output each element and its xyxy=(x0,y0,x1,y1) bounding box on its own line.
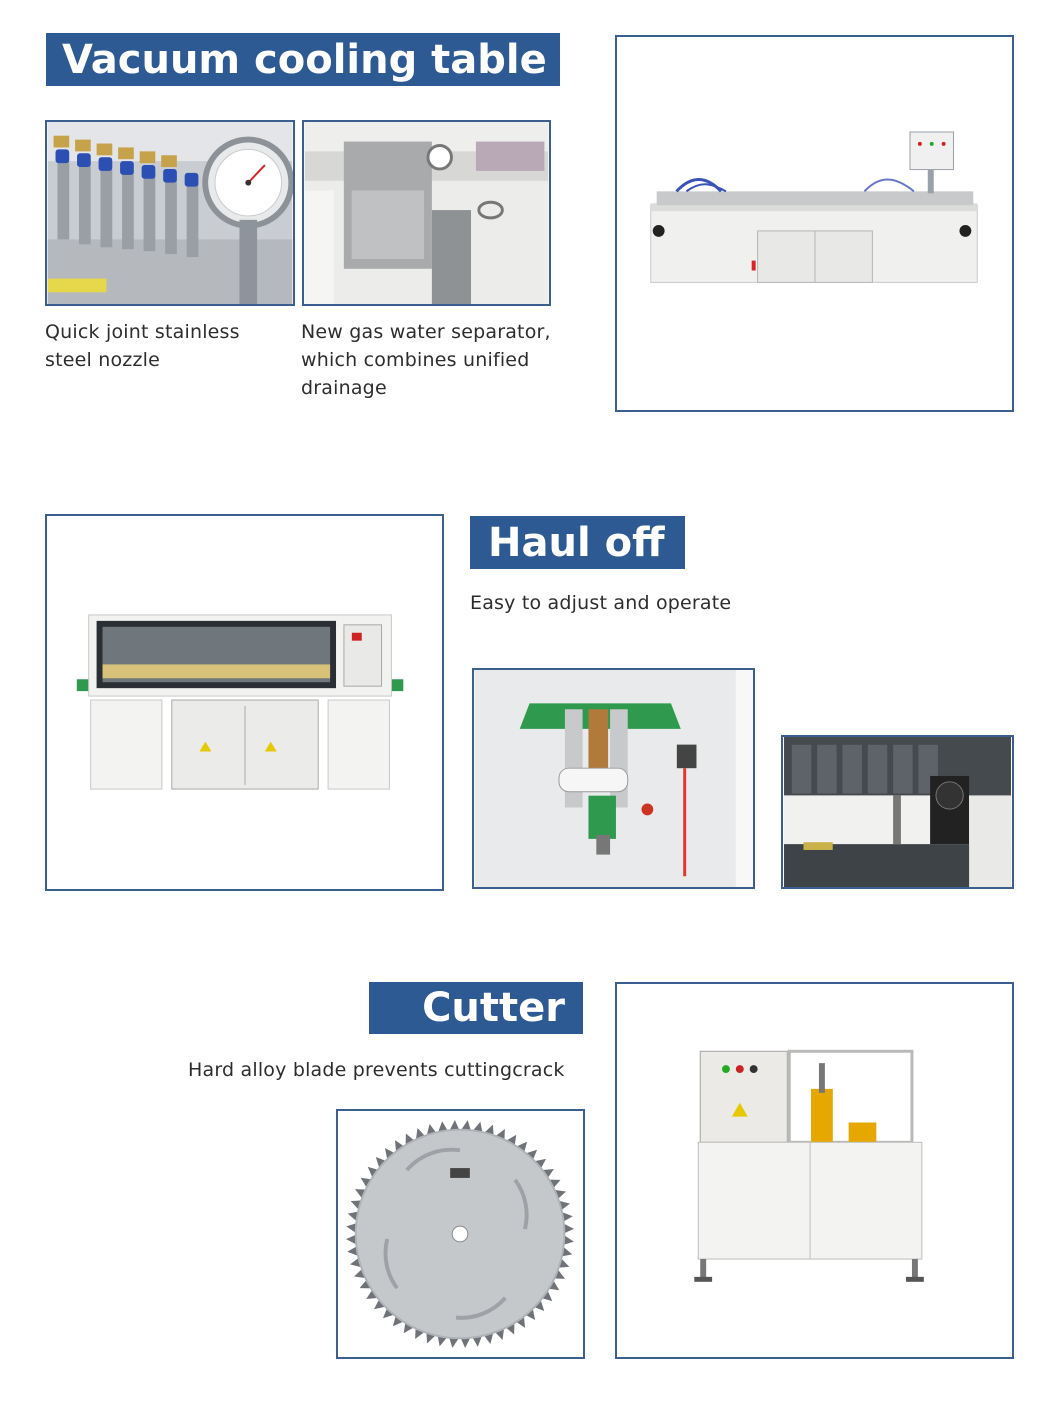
haul-track-illustration xyxy=(784,737,1011,887)
vacuum-section-title: Vacuum cooling table xyxy=(46,33,560,86)
nozzle-caption: Quick joint stainless steel nozzle xyxy=(45,321,240,371)
haul-clamp-photo xyxy=(472,668,755,889)
cutter-section-title: Cutter xyxy=(369,982,583,1034)
cutter-machine-illustration xyxy=(617,984,1012,1357)
vacuum-table-illustration xyxy=(617,37,1012,410)
haul-track-photo xyxy=(781,735,1014,889)
nozzle-photo xyxy=(45,120,295,306)
vacuum-title-text: Vacuum cooling table xyxy=(62,36,547,83)
vacuum-table-photo xyxy=(615,35,1014,412)
warning-triangle-icon xyxy=(731,1102,748,1117)
haul-caption: Easy to adjust and operate xyxy=(470,592,732,614)
haul-off-illustration xyxy=(47,516,442,889)
haul-title-text: Haul off xyxy=(488,519,665,566)
saw-blade-icon xyxy=(338,1111,583,1357)
saw-blade-photo xyxy=(336,1109,585,1359)
haul-clamp-illustration xyxy=(474,670,753,887)
pressure-gauge-icon xyxy=(202,136,293,229)
cutter-title-text: Cutter xyxy=(422,985,565,1031)
separator-photo xyxy=(302,120,551,306)
cutter-machine-photo xyxy=(615,982,1014,1359)
separator-caption: New gas water separator, which combines … xyxy=(301,321,551,399)
separator-illustration xyxy=(304,122,549,304)
cutter-caption: Hard alloy blade prevents cuttingcrack xyxy=(188,1059,565,1081)
haul-off-photo xyxy=(45,514,444,891)
haul-section-title: Haul off xyxy=(470,516,685,569)
nozzle-illustration xyxy=(47,122,293,304)
